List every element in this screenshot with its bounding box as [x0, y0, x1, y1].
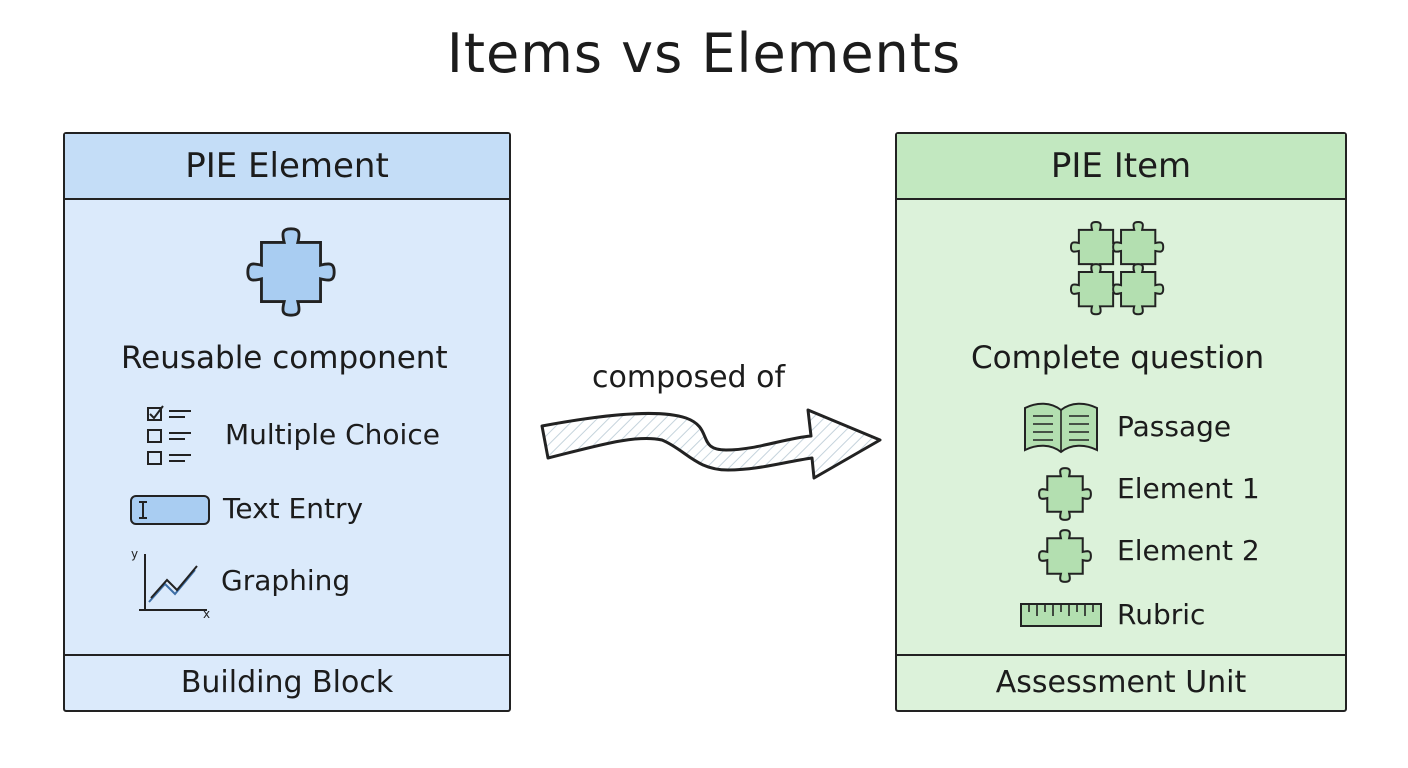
diagram-title: Items vs Elements [446, 22, 962, 85]
connector-label: composed of [592, 360, 786, 395]
passage-label: Passage [1117, 410, 1232, 443]
wavy-arrow-icon [540, 408, 882, 480]
open-book-icon [1024, 402, 1098, 454]
assembled-puzzle-icon [1069, 220, 1165, 316]
ruler-icon [1020, 603, 1102, 627]
pie-item-footer: Assessment Unit [897, 654, 1345, 710]
pie-element-panel: PIE Element Reusable component Multiple … [63, 132, 511, 712]
text-entry-label: Text Entry [223, 492, 364, 525]
pie-element-subtitle: Reusable component [121, 340, 448, 376]
text-input-icon [130, 495, 210, 525]
element-2-label: Element 2 [1117, 534, 1260, 567]
svg-text:y: y [131, 547, 138, 561]
rubric-label: Rubric [1117, 598, 1206, 631]
pie-item-header: PIE Item [897, 134, 1345, 200]
line-graph-icon: y x [131, 547, 210, 620]
svg-text:x: x [203, 607, 210, 620]
element-1-label: Element 1 [1117, 472, 1260, 505]
puzzle-piece-icon [246, 227, 336, 317]
pie-item-panel: PIE Item Complete question Passage Eleme… [895, 132, 1347, 712]
pie-element-header: PIE Element [65, 134, 509, 200]
puzzle-piece-icon [1038, 529, 1092, 583]
multiple-choice-label: Multiple Choice [225, 418, 440, 451]
pie-item-subtitle: Complete question [971, 340, 1265, 376]
pie-element-footer: Building Block [65, 654, 509, 710]
graphing-label: Graphing [221, 564, 351, 597]
checklist-icon [147, 405, 191, 465]
puzzle-piece-icon [1038, 467, 1092, 521]
